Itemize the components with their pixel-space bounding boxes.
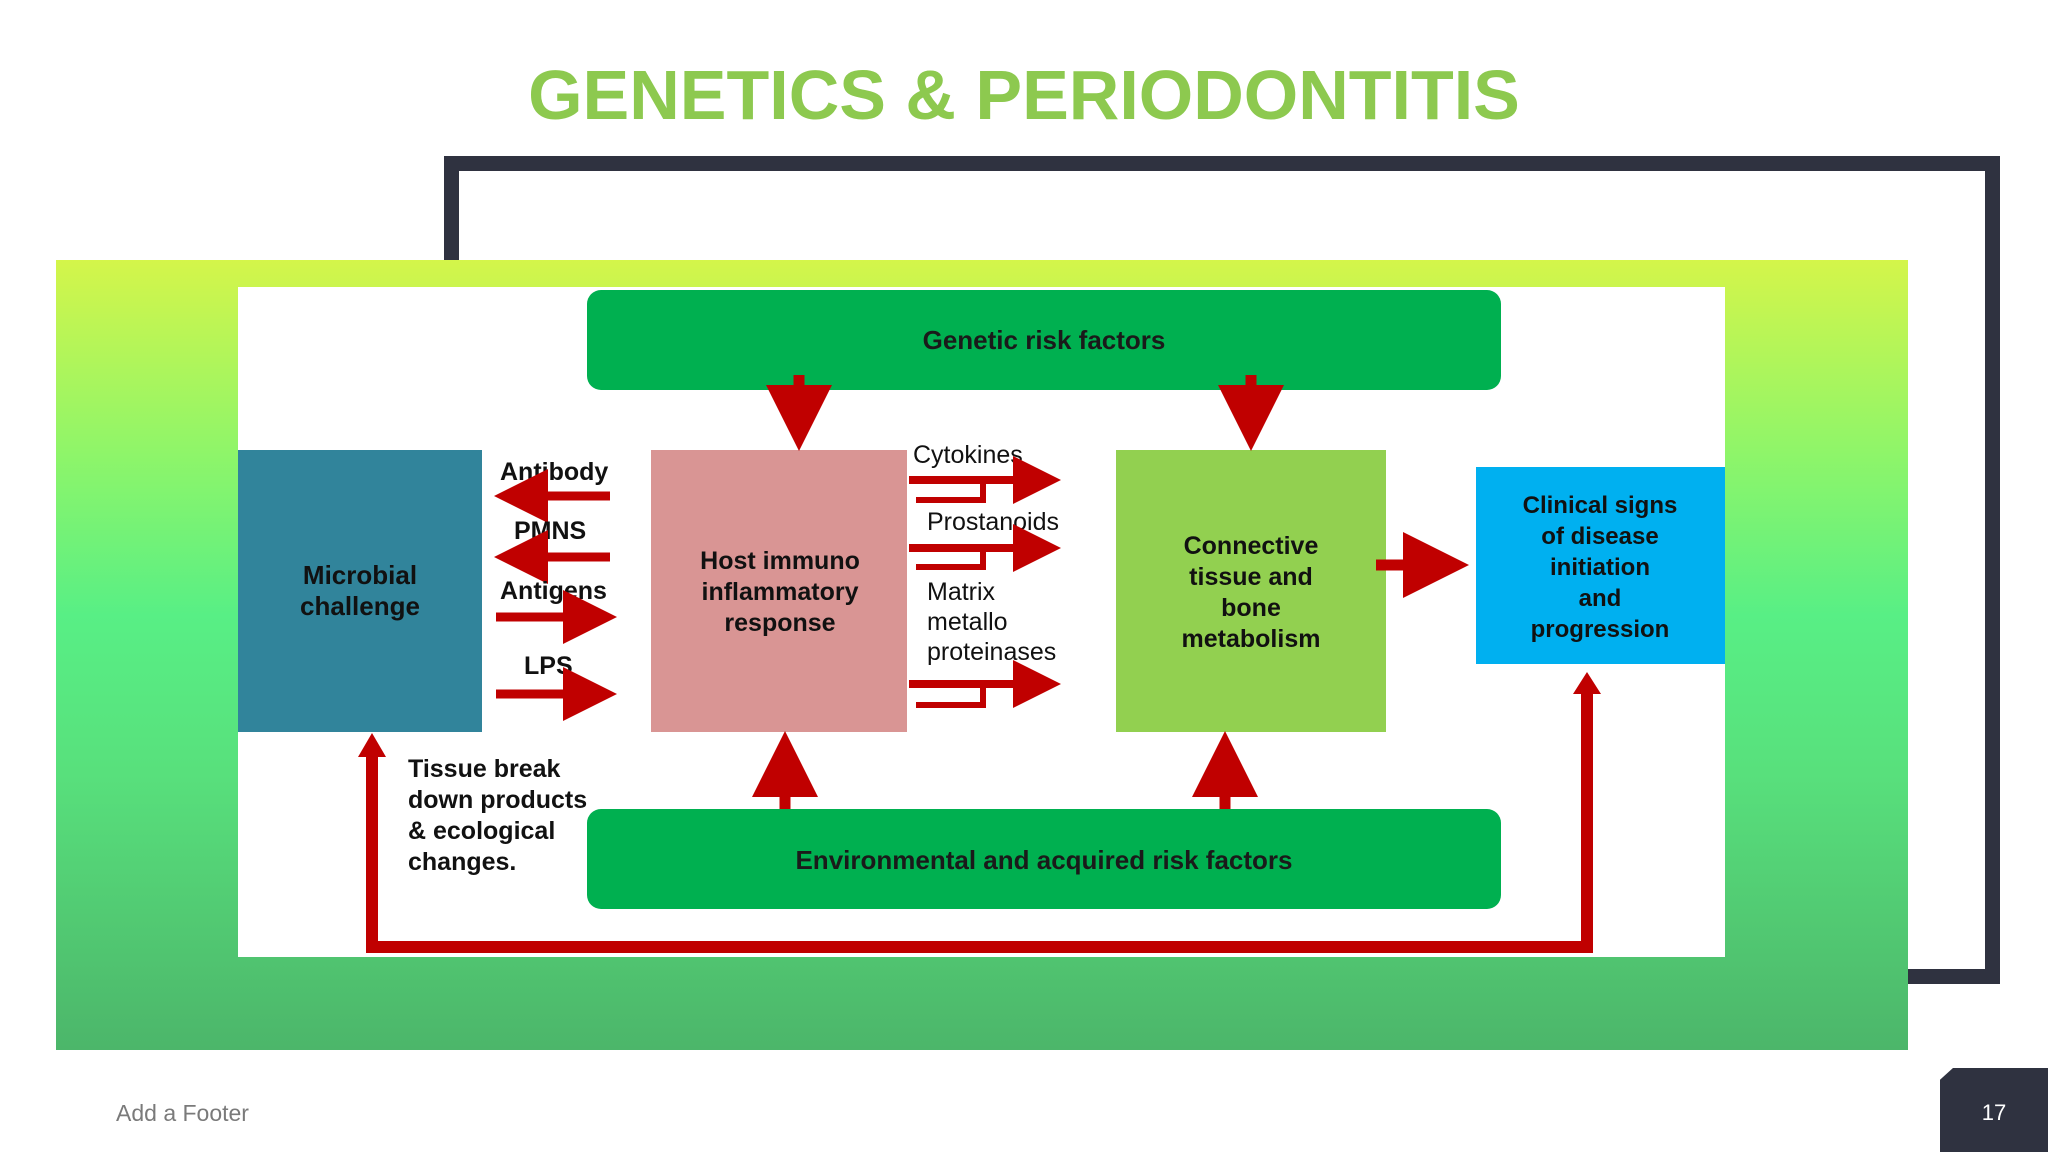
arrow-cytokines-return: [916, 480, 986, 503]
clinical-line-1: Clinical signs: [1523, 492, 1678, 519]
clinical-line-5: progression: [1531, 616, 1670, 643]
connective-line-2: tissue and: [1189, 563, 1313, 591]
host-line-3: response: [724, 609, 835, 637]
tissue-line-3: & ecological: [408, 817, 555, 845]
microbial-challenge-box: [238, 450, 482, 732]
arrow-prostanoids-return: [916, 548, 986, 570]
host-response-box: [651, 450, 907, 732]
slide-title: GENETICS & PERIODONTITIS: [528, 56, 1520, 134]
label-pmns: PMNS: [514, 517, 586, 545]
page-number-badge: [1940, 1068, 2048, 1152]
feedback-loop-arrow: [366, 692, 1593, 953]
tissue-line-1: Tissue break: [408, 755, 561, 783]
genetic-risk-label: Genetic risk factors: [923, 325, 1166, 355]
label-matrix-2: metallo: [927, 608, 1008, 636]
feedback-arrowhead-right: [1573, 672, 1601, 694]
connective-line-3: bone: [1221, 594, 1281, 622]
connective-line-1: Connective: [1184, 532, 1319, 560]
label-lps: LPS: [524, 652, 573, 680]
page-number: 17: [1981, 1100, 2007, 1125]
label-matrix-3: proteinases: [927, 638, 1056, 666]
environmental-risk-label: Environmental and acquired risk factors: [795, 845, 1292, 875]
connective-tissue-box: [1116, 450, 1386, 732]
label-cytokines: Cytokines: [913, 441, 1023, 469]
feedback-arrowhead-left: [358, 733, 386, 757]
clinical-line-3: initiation: [1550, 554, 1650, 581]
label-matrix-1: Matrix: [927, 578, 996, 606]
environmental-risk-box: [587, 809, 1501, 909]
clinical-line-2: of disease: [1541, 523, 1658, 550]
connective-line-4: metabolism: [1182, 625, 1321, 653]
tissue-line-4: changes.: [408, 848, 516, 876]
clinical-signs-box: [1476, 467, 1725, 664]
footer-text: Add a Footer: [116, 1100, 249, 1126]
microbial-line-2: challenge: [300, 591, 420, 621]
host-line-1: Host immuno: [700, 547, 860, 575]
microbial-line-1: Microbial: [303, 560, 417, 590]
periodontitis-diagram: Genetic risk factors Environmental and a…: [238, 287, 1725, 957]
label-antigens: Antigens: [500, 577, 607, 605]
clinical-line-4: and: [1579, 585, 1622, 612]
tissue-line-2: down products: [408, 786, 587, 814]
host-line-2: inflammatory: [702, 578, 859, 606]
label-antibody: Antibody: [500, 458, 608, 486]
genetic-risk-box: [587, 290, 1501, 390]
arrow-matrix-return: [916, 684, 986, 708]
label-prostanoids: Prostanoids: [927, 508, 1059, 536]
